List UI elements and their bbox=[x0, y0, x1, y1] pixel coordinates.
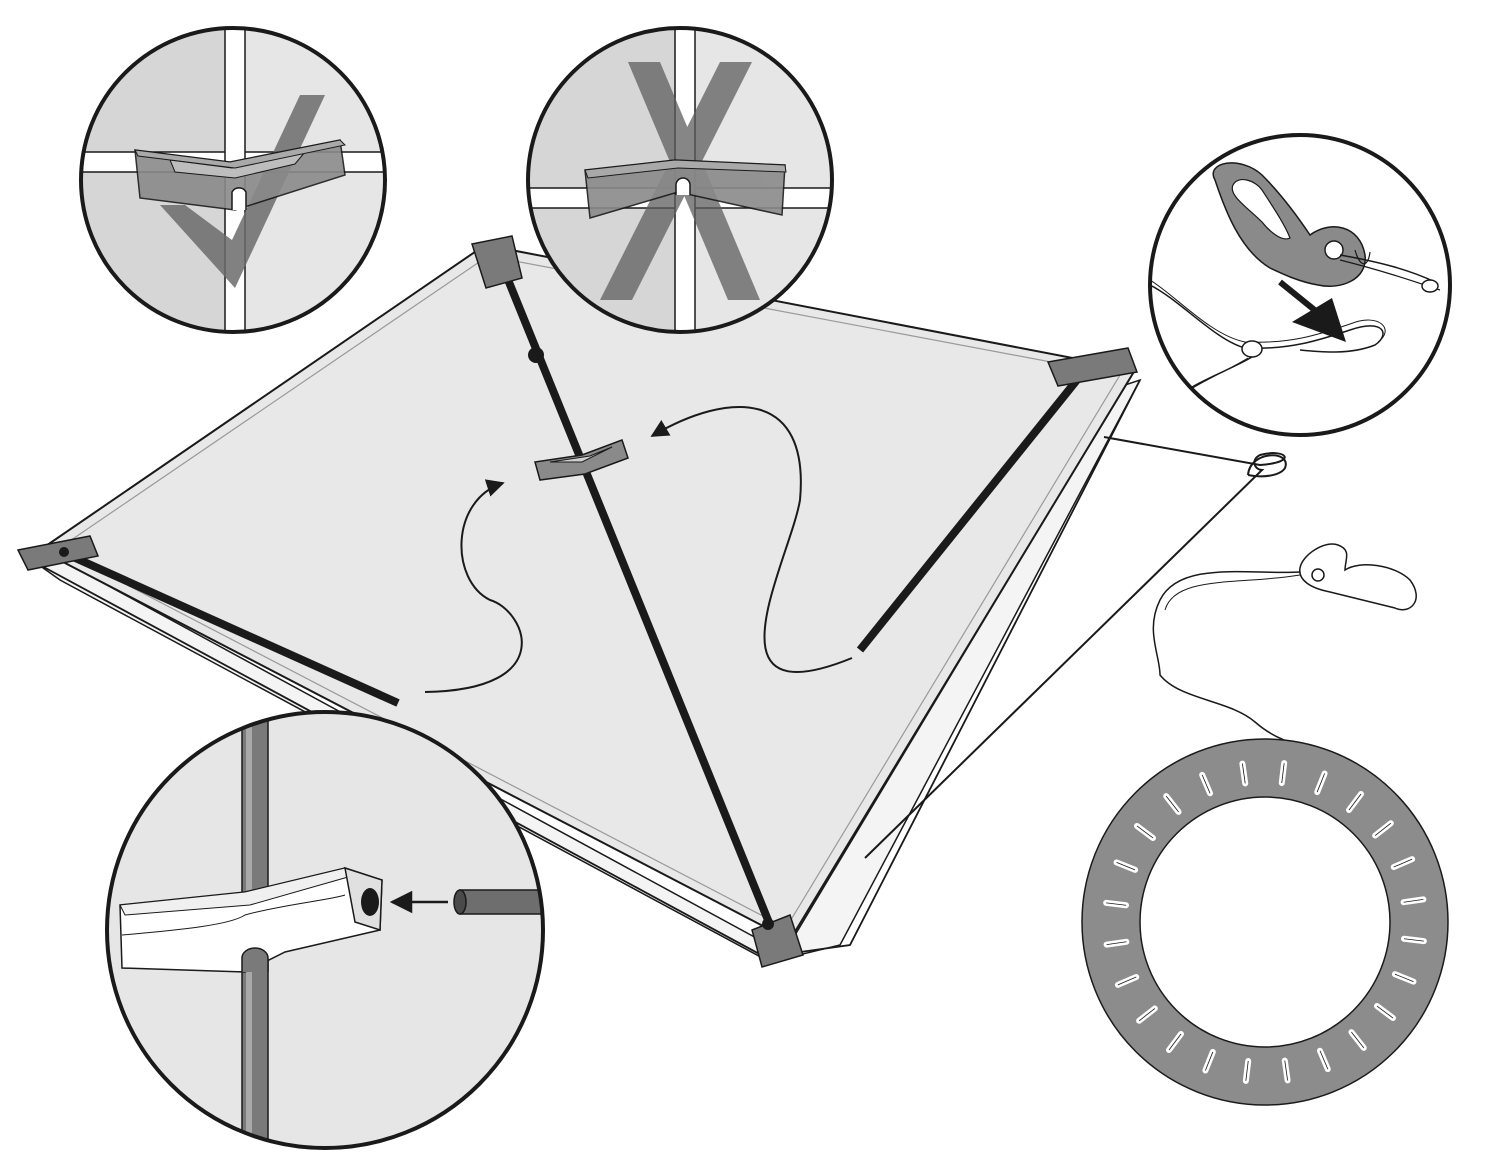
winder-slot-outline bbox=[1393, 858, 1413, 868]
winder-slots bbox=[1103, 760, 1427, 1084]
winder-slot-outline bbox=[1106, 941, 1127, 946]
winder-slot-outline bbox=[1165, 795, 1179, 813]
winder-slot-outline bbox=[1403, 938, 1424, 942]
winder-slot-outline bbox=[1245, 1060, 1249, 1081]
vertical-spine-spar bbox=[496, 256, 774, 929]
winder-slot-outline bbox=[1376, 1005, 1394, 1019]
check-mark-icon bbox=[160, 95, 325, 288]
correct-connector-inset bbox=[79, 26, 387, 334]
winder-slot-outline bbox=[1117, 976, 1137, 986]
winder-slot-outline bbox=[1136, 825, 1154, 839]
bridle-loop bbox=[1247, 454, 1287, 478]
winder-slot-outline bbox=[1284, 1060, 1289, 1081]
clip-attachment-inset bbox=[1148, 133, 1452, 437]
winder-slot-outline bbox=[1138, 1008, 1156, 1022]
winder-slot-outline bbox=[1348, 793, 1362, 811]
winder-slot-outline bbox=[1351, 1031, 1365, 1049]
winder-slot-outline bbox=[1316, 773, 1325, 793]
top-corner-pocket bbox=[471, 235, 523, 289]
winder-slot-outline bbox=[1319, 1050, 1329, 1070]
corner-pockets bbox=[16, 235, 1139, 968]
bridle-line bbox=[864, 436, 1287, 859]
left-corner-pocket bbox=[16, 535, 100, 571]
right-corner-pocket bbox=[1046, 347, 1139, 387]
winder-slot-outline bbox=[1281, 763, 1285, 784]
arrow-icon bbox=[650, 406, 853, 673]
left-cross-spar bbox=[60, 548, 400, 707]
arrow-icon bbox=[424, 479, 523, 693]
winder-slot-outline bbox=[1116, 862, 1136, 871]
spar-connector bbox=[534, 439, 629, 481]
line-clip bbox=[1152, 543, 1417, 741]
line-winder bbox=[1081, 738, 1449, 1106]
winder-slot-outline bbox=[1205, 1051, 1214, 1071]
winder-slot-outline bbox=[1106, 902, 1127, 906]
winder-slot-outline bbox=[1201, 774, 1211, 794]
winder-slot-outline bbox=[1374, 822, 1392, 836]
spars bbox=[60, 256, 1089, 929]
winder-slot-outline bbox=[1168, 1033, 1182, 1051]
winder-slot-outline bbox=[1394, 973, 1414, 982]
arrow-icon bbox=[1292, 298, 1346, 342]
spine-joint-dot bbox=[528, 347, 544, 363]
right-cross-spar bbox=[856, 367, 1089, 653]
winder-slot-outline bbox=[1241, 763, 1246, 784]
incorrect-connector-inset bbox=[526, 26, 834, 334]
winder-slot-outline bbox=[1403, 898, 1424, 903]
spar-insertion-inset bbox=[105, 710, 545, 1150]
